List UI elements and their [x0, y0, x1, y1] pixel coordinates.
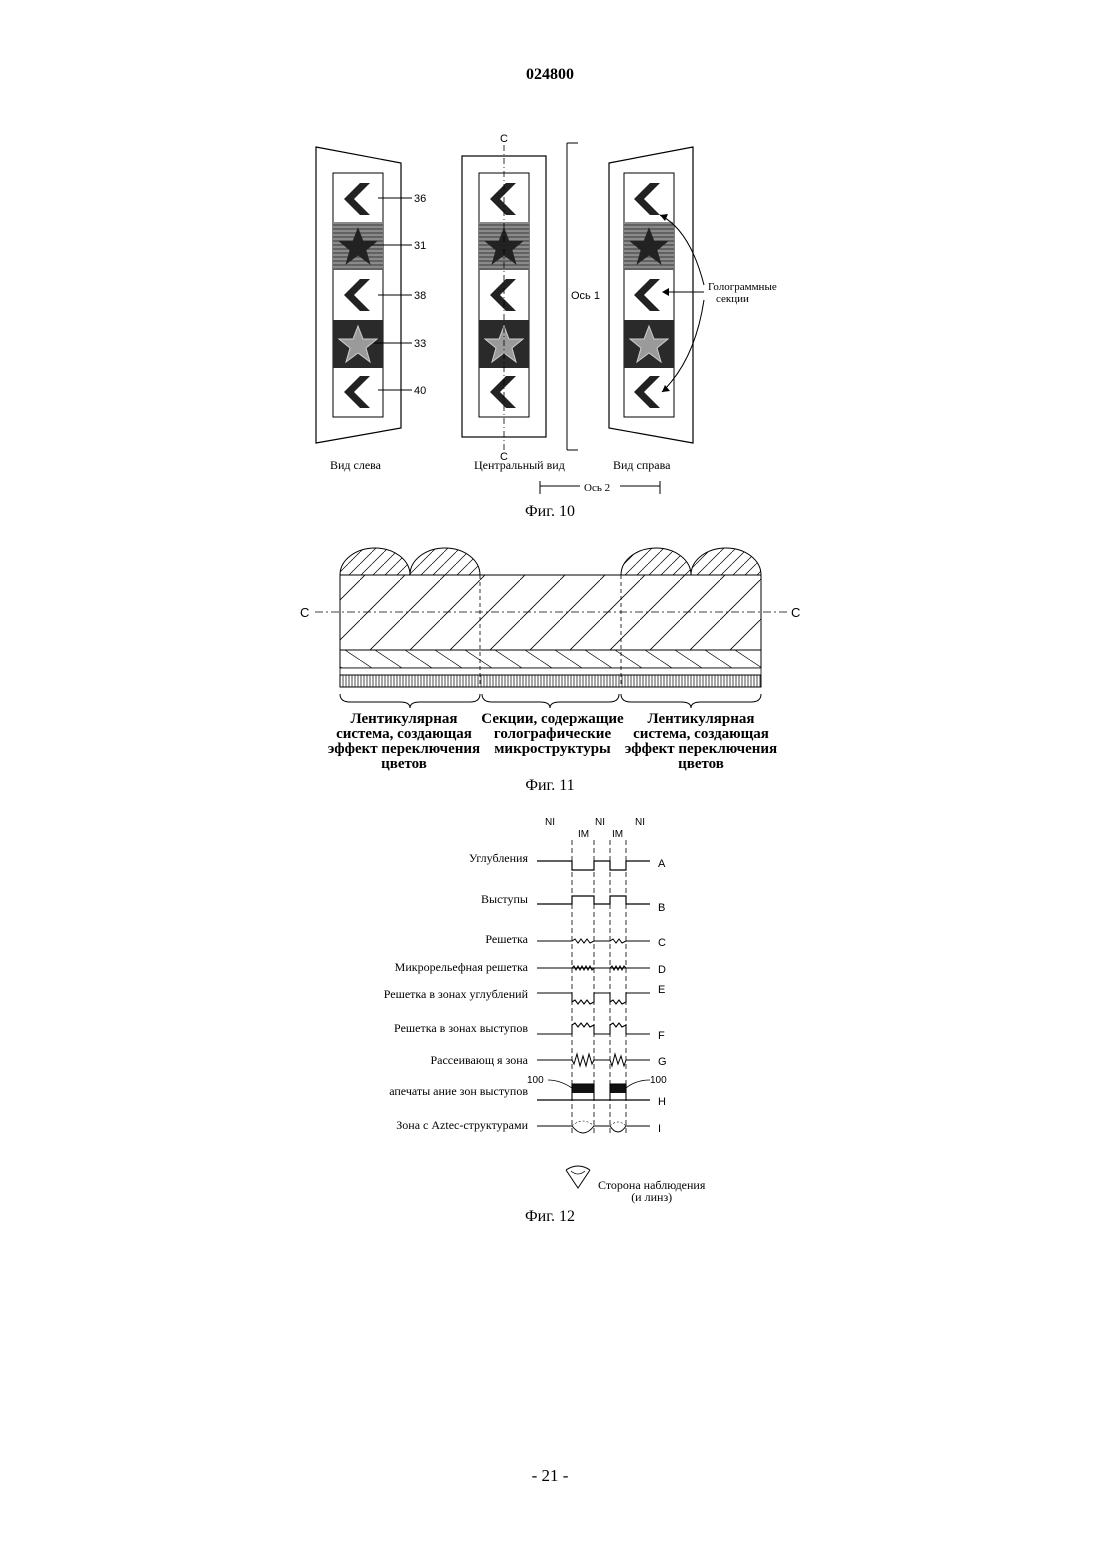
- view-left-label: Вид слева: [330, 458, 382, 472]
- view-right-label: Вид справа: [613, 458, 671, 472]
- fig11-left-text: Лентикулярная система, создающая эффект …: [318, 712, 490, 772]
- fig12-drawing: NI IM NI IM NI 100 100 A B C D E F G H I: [0, 810, 1100, 1210]
- row-letter-b: B: [658, 902, 665, 914]
- ref-33: 33: [414, 338, 426, 350]
- row-label-grooves: Углубления: [300, 851, 528, 866]
- fig11-caption: Фиг. 11: [0, 777, 1100, 795]
- row-label-grating-grooves: Решетка в зонах углублений: [300, 987, 528, 1002]
- ref-40: 40: [414, 385, 426, 397]
- label-ni-2: NI: [595, 817, 605, 828]
- row-label-ridges: Выступы: [300, 892, 528, 907]
- ref-31: 31: [414, 240, 426, 252]
- row-letter-f: F: [658, 1030, 665, 1042]
- row-letter-c: C: [658, 937, 666, 949]
- cut-c-right: C: [791, 605, 800, 620]
- label-ni-3: NI: [635, 817, 645, 828]
- axis1-label: Ось 1: [571, 290, 600, 302]
- ref-100-right: 100: [650, 1075, 667, 1086]
- label-im-1: IM: [578, 829, 589, 840]
- label-ni-1: NI: [545, 817, 555, 828]
- row-letter-a: A: [658, 858, 666, 870]
- fig11-right-text: Лентикулярная система, создающая эффект …: [615, 712, 787, 772]
- fig10-caption: Фиг. 10: [0, 503, 1100, 521]
- row-label-aztec: Зона с Aztec-структурами: [300, 1118, 528, 1133]
- row-letter-e: E: [658, 984, 665, 996]
- row-label-grating: Решетка: [300, 932, 528, 947]
- ref-100-left: 100: [527, 1075, 544, 1086]
- page-number: - 21 -: [0, 1466, 1100, 1486]
- row-letter-h: H: [658, 1096, 666, 1108]
- fig10-drawing: 36 31 38 33 40 C C Ось 1 Голограммные се…: [0, 0, 1100, 540]
- holo-label-2: секции: [716, 293, 749, 305]
- viewer-side-label: Сторона наблюдения (и линз): [598, 1179, 705, 1203]
- row-label-printed: апечаты ание зон выступов: [300, 1084, 528, 1099]
- ref-36: 36: [414, 193, 426, 205]
- row-letter-d: D: [658, 964, 666, 976]
- fig11-center-text: Секции, содержащие голографические микро…: [470, 712, 635, 757]
- ref-38: 38: [414, 290, 426, 302]
- row-letter-g: G: [658, 1056, 667, 1068]
- row-label-microrelief: Микрорельефная решетка: [300, 960, 528, 975]
- holo-label-1: Голограммные: [708, 281, 777, 293]
- axis2-label: Ось 2: [584, 482, 610, 494]
- row-label-scattering: Рассеивающ я зона: [300, 1053, 528, 1068]
- section-c-top: C: [500, 133, 508, 145]
- row-letter-i: I: [658, 1123, 661, 1135]
- cut-c-left: C: [300, 605, 309, 620]
- label-im-2: IM: [612, 829, 623, 840]
- row-label-grating-ridges: Решетка в зонах выступов: [300, 1021, 528, 1036]
- fig12-caption: Фиг. 12: [0, 1208, 1100, 1226]
- view-center-label: Центральный вид: [474, 458, 565, 472]
